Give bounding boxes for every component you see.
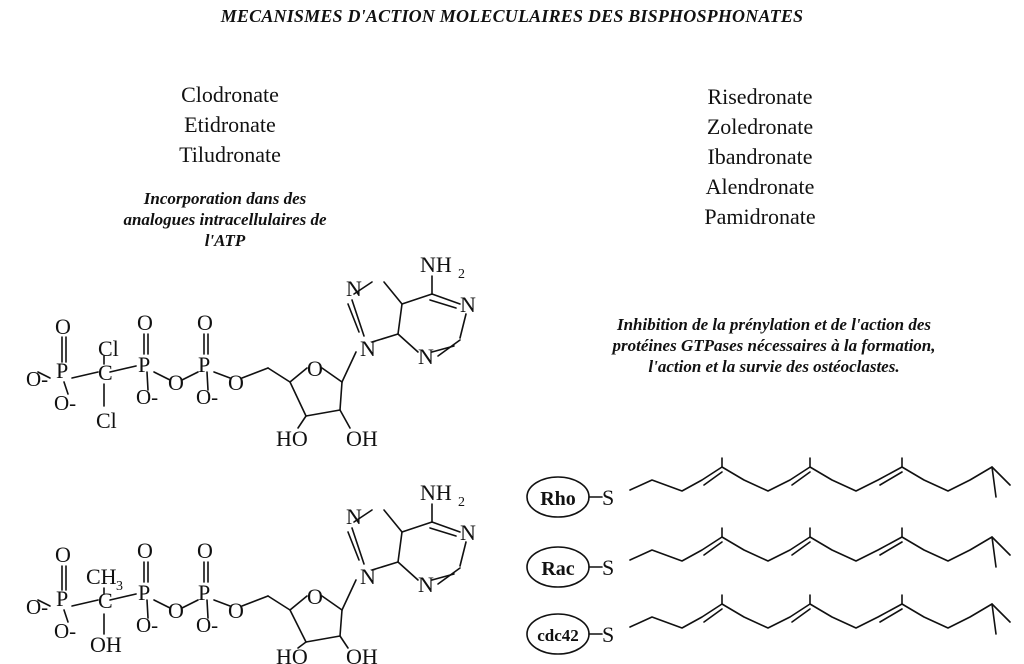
- svg-text:CH: CH: [86, 564, 117, 589]
- protein-label: Rho: [540, 488, 576, 510]
- atp-analogue-mechanism-note: Incorporation dans des analogues intrace…: [60, 188, 390, 251]
- prenylated-gtpase-rac: S Rac: [526, 527, 1011, 588]
- ribose-ring: [267, 351, 357, 429]
- adenine-base: [347, 275, 467, 357]
- note-line: Incorporation dans des: [143, 189, 307, 208]
- phosphate-chain-bonds: [37, 333, 269, 407]
- svg-text:O: O: [55, 542, 71, 567]
- drug-name: Risedronate: [707, 84, 813, 109]
- svg-text:O-: O-: [196, 613, 218, 637]
- svg-text:P: P: [138, 352, 150, 377]
- geranylgeranyl-chain: [629, 536, 1011, 562]
- svg-text:O: O: [137, 538, 153, 563]
- clodronate-atp-analogue: O- O P O- Cl C Cl O P O- O O P O- O: [26, 252, 476, 451]
- svg-text:P: P: [56, 358, 68, 383]
- svg-text:S: S: [602, 485, 614, 510]
- svg-text:HO: HO: [276, 644, 308, 664]
- svg-text:OH: OH: [346, 644, 378, 664]
- svg-text:O: O: [228, 370, 244, 395]
- drug-name: Etidronate: [184, 112, 276, 137]
- prenylation-mechanism-note: Inhibition de la prénylation et de l'act…: [530, 314, 1018, 377]
- svg-text:O-: O-: [136, 613, 158, 637]
- ring-oxygen: O: [307, 356, 323, 381]
- svg-text:N: N: [418, 572, 434, 597]
- drug-name: Ibandronate: [707, 144, 813, 169]
- svg-text:S: S: [602, 622, 614, 647]
- svg-text:O-: O-: [26, 367, 48, 391]
- svg-text:O: O: [168, 598, 184, 623]
- etidronate-atp-analogue: O- O P O- CH 3 C OH O P O- O O P O- O: [26, 480, 476, 664]
- drug-name: Tiludronate: [179, 142, 281, 167]
- svg-text:O-: O-: [136, 385, 158, 409]
- geranylgeranyl-chain: [629, 466, 1011, 492]
- svg-text:O-: O-: [196, 385, 218, 409]
- phosphate-chain-atoms: O- O P O- CH 3 C OH O P O- O O P O- O: [26, 538, 244, 657]
- svg-text:O-: O-: [54, 619, 76, 643]
- phosphate-chain-bonds: [37, 561, 269, 635]
- svg-text:N: N: [460, 520, 476, 545]
- note-line: analogues intracellulaires de: [123, 210, 327, 229]
- svg-text:O: O: [197, 310, 213, 335]
- svg-text:C: C: [98, 588, 113, 613]
- svg-text:O-: O-: [26, 595, 48, 619]
- svg-text:P: P: [56, 586, 68, 611]
- prenylated-gtpase-cdc42: S cdc42: [526, 594, 1011, 655]
- svg-text:3: 3: [116, 579, 123, 594]
- svg-text:NH: NH: [420, 252, 452, 277]
- svg-text:O: O: [197, 538, 213, 563]
- svg-text:Cl: Cl: [96, 408, 117, 433]
- prenylated-gtpase-rho: S Rho: [526, 457, 1011, 518]
- drug-name: Zoledronate: [706, 114, 814, 139]
- left-drug-list: Clodronate Etidronate Tiludronate: [120, 80, 340, 170]
- svg-text:OH: OH: [346, 426, 378, 451]
- svg-text:O: O: [228, 598, 244, 623]
- svg-text:P: P: [198, 352, 210, 377]
- ring-oxygen: O: [307, 584, 323, 609]
- svg-text:N: N: [418, 344, 434, 369]
- svg-text:P: P: [138, 580, 150, 605]
- note-line: l'action et la survie des ostéoclastes.: [648, 357, 900, 376]
- note-line: l'ATP: [204, 231, 246, 250]
- svg-text:O: O: [137, 310, 153, 335]
- svg-text:S: S: [602, 555, 614, 580]
- geranylgeranyl-chain: [629, 603, 1011, 629]
- svg-text:HO: HO: [276, 426, 308, 451]
- svg-text:N: N: [360, 564, 376, 589]
- svg-text:2: 2: [458, 267, 465, 282]
- svg-text:O-: O-: [54, 391, 76, 415]
- drug-name: Clodronate: [181, 82, 279, 107]
- right-drug-list: Risedronate Zoledronate Ibandronate Alen…: [650, 82, 870, 232]
- svg-text:N: N: [346, 504, 362, 529]
- phosphate-chain-atoms: O- O P O- Cl C Cl O P O- O O P O- O: [26, 310, 244, 433]
- svg-text:P: P: [198, 580, 210, 605]
- svg-text:O: O: [55, 314, 71, 339]
- svg-text:O: O: [168, 370, 184, 395]
- note-line: Inhibition de la prénylation et de l'act…: [616, 315, 932, 334]
- diagram-title: MECANISMES D'ACTION MOLECULAIRES DES BIS…: [220, 6, 804, 26]
- svg-text:Cl: Cl: [98, 336, 119, 361]
- protein-label: cdc42: [537, 626, 579, 645]
- ribose-ring: [267, 579, 357, 649]
- note-line: protéines GTPases nécessaires à la forma…: [612, 336, 936, 355]
- svg-text:N: N: [346, 276, 362, 301]
- svg-text:2: 2: [458, 495, 465, 510]
- drug-name: Pamidronate: [704, 204, 816, 229]
- svg-text:N: N: [460, 292, 476, 317]
- drug-name: Alendronate: [705, 174, 815, 199]
- svg-text:NH: NH: [420, 480, 452, 505]
- adenine-base: [347, 503, 467, 585]
- svg-text:C: C: [98, 360, 113, 385]
- protein-label: Rac: [541, 558, 574, 580]
- svg-text:OH: OH: [90, 632, 122, 657]
- svg-text:N: N: [360, 336, 376, 361]
